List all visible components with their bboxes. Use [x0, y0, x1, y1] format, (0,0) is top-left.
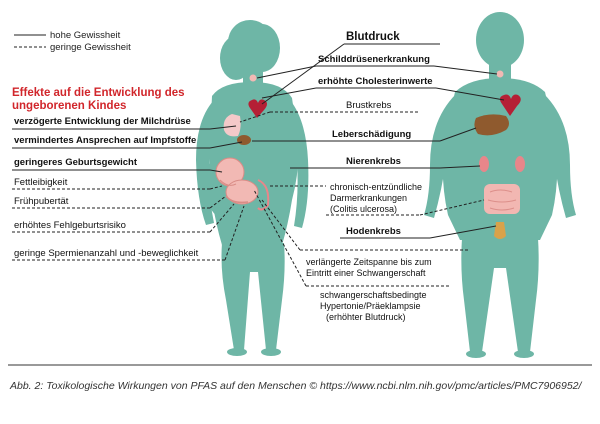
effect-cholesterin: erhöhte Cholesterinwerte [318, 76, 433, 87]
intestine-icon [484, 184, 520, 214]
effect-hoden: Hodenkrebs [346, 226, 401, 237]
effect-darm-line3: (Colitis ulcerosa) [330, 204, 397, 214]
effect-milchdruese: verzögerte Entwicklung der Milchdrüse [14, 116, 191, 127]
effect-blutdruck: Blutdruck [346, 31, 400, 43]
legend-high-label: hohe Gewissheit [50, 30, 121, 41]
effect-darm-line1: chronisch-entzündliche [330, 182, 422, 192]
fetus-icon [215, 157, 259, 205]
effect-hypertonie-line3: (erhöhter Blutdruck) [326, 312, 406, 322]
effect-schwangerschaft-line1: verlängerte Zeitspanne bis zum [306, 257, 432, 267]
left-connectors [209, 125, 245, 261]
effect-schwangerschaft-line2: Eintritt einer Schwangerschaft [306, 268, 426, 278]
effect-fettleibigkeit: Fettleibigkeit [14, 177, 68, 188]
effect-hypertonie-line2: Hypertonie/Präeklampsie [320, 301, 421, 311]
legend-low-label: geringe Gewissheit [50, 42, 131, 53]
effect-impfstoffe: vermindertes Ansprechen auf Impfstoffe [14, 135, 196, 146]
left-effects: verzögerte Entwicklung der Milchdrüse ve… [12, 116, 225, 261]
male-thyroid-icon [496, 70, 504, 78]
female-thyroid-icon [249, 74, 257, 82]
effect-schilddruese: Schilddrüsenerkrankung [318, 54, 430, 65]
effect-darm-line2: Darmerkrankungen [330, 193, 407, 203]
effect-fruehpubertaet: Frühpubertät [14, 196, 69, 207]
effect-geburtsgewicht: geringeres Geburtsgewicht [14, 157, 138, 168]
male-body [424, 12, 576, 358]
female-liver-icon [237, 135, 251, 145]
section-title-line2: ungeborenen Kindes [12, 100, 126, 112]
effect-hypertonie-line1: schwangerschaftsbedingte [320, 290, 427, 300]
figure-caption: Abb. 2: Toxikologische Wirkungen von PFA… [10, 380, 582, 392]
testis-icon [494, 222, 506, 239]
male-kidney-left-icon [479, 156, 489, 172]
effect-leber: Leberschädigung [332, 129, 411, 140]
breast-icon [223, 114, 241, 137]
effect-fehlgeburt: erhöhtes Fehlgeburtsrisiko [14, 220, 126, 231]
effect-brustkrebs: Brustkrebs [346, 100, 392, 111]
section-title-line1: Effekte auf die Entwicklung des [12, 87, 185, 99]
effect-spermien: geringe Spermienanzahl und -beweglichkei… [14, 248, 199, 259]
uterus-icon [257, 179, 270, 211]
center-effects: Blutdruck Schilddrüsenerkrankung erhöhte… [306, 31, 433, 322]
male-heart-icon [499, 94, 521, 116]
effect-niere: Nierenkrebs [346, 156, 401, 167]
legend: hohe Gewissheit geringe Gewissheit [14, 30, 131, 53]
center-connectors [239, 43, 505, 287]
male-kidney-right-icon [515, 156, 525, 172]
male-liver-icon [474, 114, 509, 136]
